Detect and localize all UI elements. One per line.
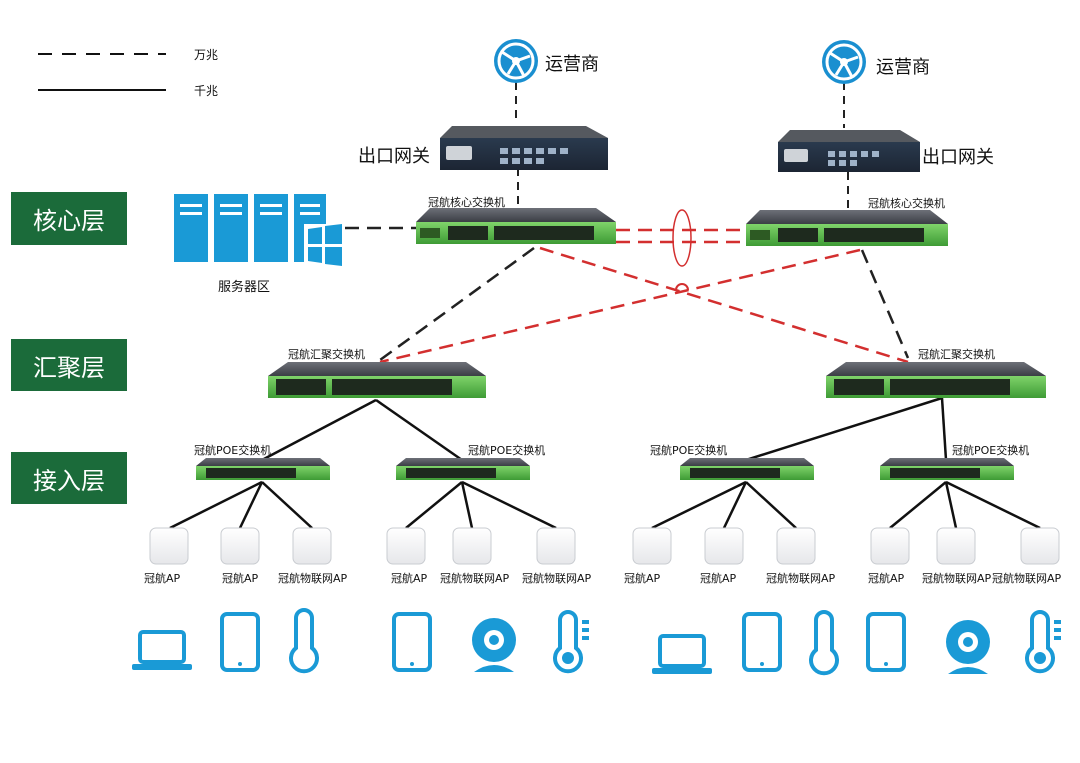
link-agg-right-poe-3	[745, 396, 943, 462]
link-crossover-hop	[675, 283, 689, 291]
link-agg-right-poe-4	[940, 397, 948, 461]
ap-device	[1020, 527, 1060, 565]
legend-gig-label: 千兆	[194, 84, 219, 98]
ap-label: 冠航物联网AP	[440, 572, 510, 585]
ap-label: 冠航物联网AP	[766, 572, 836, 585]
link-agg-left-poe-2	[375, 398, 463, 462]
legend-ten-gig-label: 万兆	[194, 48, 219, 62]
windows-logo-icon	[304, 224, 344, 266]
ap-label: 冠航AP	[144, 572, 181, 585]
poe-switch-4	[880, 458, 1014, 480]
server-rack-icon	[174, 194, 344, 266]
layer-aggregation-label: 汇聚层	[11, 339, 127, 391]
ap-device	[536, 527, 576, 565]
link-agg-left-poe-1	[261, 398, 377, 462]
ap-device	[776, 527, 816, 565]
tablet-icon	[392, 612, 432, 672]
poe-switch-1	[196, 458, 330, 480]
ap-label: 冠航物联网AP	[278, 572, 348, 585]
link-core-right-agg-right	[860, 249, 910, 359]
webcam-icon	[946, 620, 990, 674]
ap-device	[632, 527, 672, 565]
ap-device	[149, 527, 189, 565]
ap-device	[386, 527, 426, 565]
tablet-icon	[220, 612, 260, 672]
gateway-device-left	[440, 126, 608, 170]
agg-switch-right	[826, 362, 1046, 398]
ap-device	[452, 527, 492, 565]
poe-switch-label: 冠航POE交换机	[468, 444, 546, 457]
tablet-icon	[866, 612, 906, 672]
thermometer-icon	[289, 608, 319, 674]
server-zone-label: 服务器区	[218, 280, 271, 295]
poe-switch-label: 冠航POE交换机	[650, 444, 728, 457]
poe-switch-label: 冠航POE交换机	[952, 444, 1030, 457]
isp-label-right: 运营商	[876, 57, 930, 78]
ap-label: 冠航物联网AP	[992, 572, 1062, 585]
thermo-sensor-icon	[1025, 610, 1061, 674]
ap-label: 冠航物联网AP	[922, 572, 992, 585]
poe-switch-3	[680, 458, 814, 480]
ap-label: 冠航AP	[700, 572, 737, 585]
access-points	[149, 527, 1060, 565]
link-core-right-agg-left	[379, 248, 861, 364]
laptop-icon	[132, 630, 192, 670]
agg-switch-label-left: 冠航汇聚交换机	[288, 348, 365, 361]
poe-switch-label: 冠航POE交换机	[194, 444, 272, 457]
ap-label: 冠航AP	[868, 572, 905, 585]
link-aggregation-ellipse	[672, 209, 692, 267]
ap-label: 冠航AP	[391, 572, 428, 585]
layer-access-label: 接入层	[11, 452, 127, 504]
isp-globe-icon-left	[494, 39, 538, 83]
ap-device	[292, 527, 332, 565]
core-switch-left	[416, 208, 616, 244]
core-switch-label-right: 冠航核心交换机	[868, 197, 945, 210]
ap-device	[704, 527, 744, 565]
isp-label-left: 运营商	[545, 54, 599, 75]
gateway-label-left: 出口网关	[358, 146, 430, 167]
link-core-left-agg-left	[379, 246, 535, 362]
gateway-label-right: 出口网关	[922, 147, 994, 168]
ap-device	[220, 527, 260, 565]
gateway-device-right	[778, 130, 920, 172]
ap-label: 冠航物联网AP	[522, 572, 592, 585]
layer-core-label: 核心层	[11, 192, 127, 245]
laptop-icon	[652, 634, 712, 674]
agg-switch-left	[268, 362, 486, 398]
link-core-left-agg-right	[539, 246, 909, 364]
core-switch-right	[746, 210, 948, 246]
ap-device	[870, 527, 910, 565]
webcam-icon	[472, 618, 516, 672]
agg-switch-label-right: 冠航汇聚交换机	[918, 348, 995, 361]
thermo-sensor-icon	[553, 610, 589, 674]
tablet-icon	[742, 612, 782, 672]
isp-globe-icon-right	[822, 40, 866, 84]
ap-label: 冠航AP	[222, 572, 259, 585]
poe-ap-links	[169, 480, 1041, 530]
core-switch-label-left: 冠航核心交换机	[428, 196, 505, 209]
thermometer-icon	[809, 610, 839, 676]
ap-device	[936, 527, 976, 565]
ap-label: 冠航AP	[624, 572, 661, 585]
poe-switch-2	[396, 458, 530, 480]
